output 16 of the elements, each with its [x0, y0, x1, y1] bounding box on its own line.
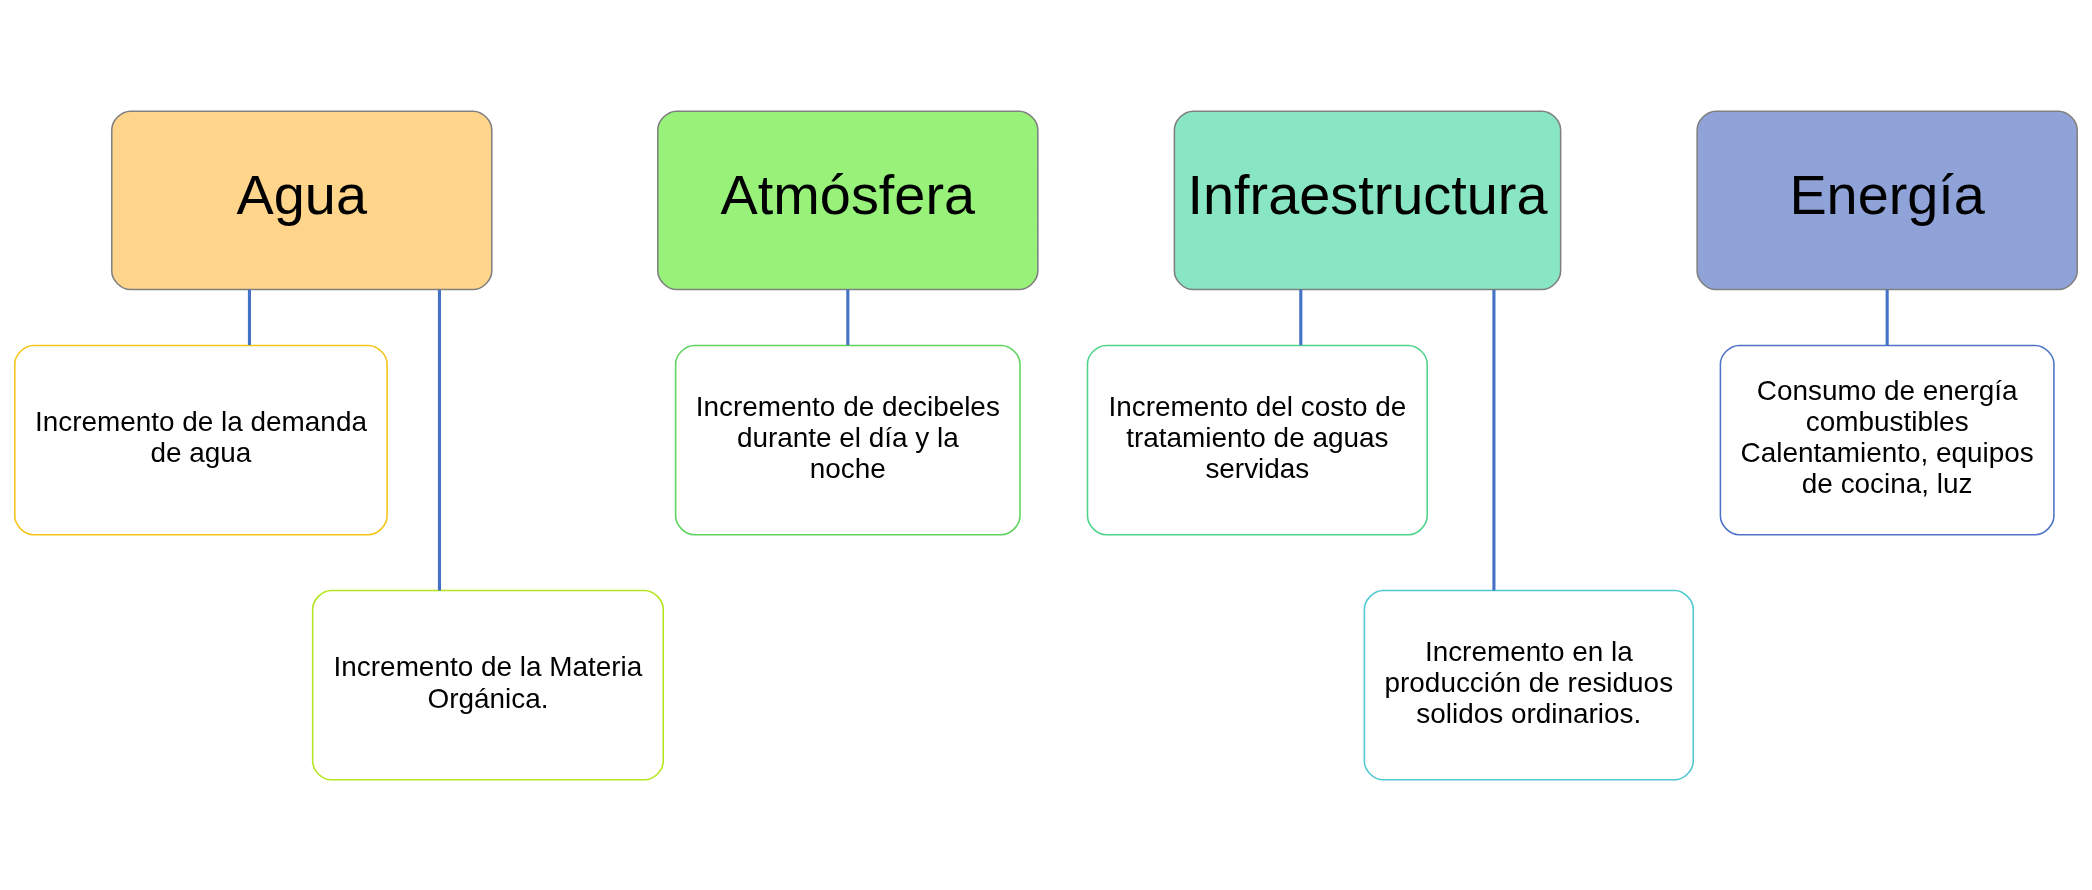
node-box: Energía	[1696, 109, 2078, 290]
connector	[1885, 289, 1889, 345]
connector	[846, 289, 850, 345]
node-box: Incremento del costo de tratamiento de aguas servidas	[1086, 344, 1428, 535]
connector	[247, 289, 251, 345]
node-box: Incremento de decibeles durante el día y la noche	[674, 344, 1021, 535]
node-box: Infraestructura	[1173, 109, 1562, 290]
connector	[437, 289, 441, 590]
node-box: Incremento en la producción de residuos solidos ordinarios.	[1363, 589, 1695, 781]
node-box: Agua	[111, 109, 493, 290]
node-box: Incremento de la Materia Orgánica.	[311, 589, 664, 781]
node-box: Atmósfera	[657, 109, 1039, 290]
connector	[1299, 289, 1303, 345]
connector	[1492, 289, 1496, 590]
node-box: Consumo de energía combustibles Calentamiento, equipos de cocina, luz	[1719, 344, 2055, 535]
node-box: Incremento de la demanda de agua	[14, 344, 388, 535]
